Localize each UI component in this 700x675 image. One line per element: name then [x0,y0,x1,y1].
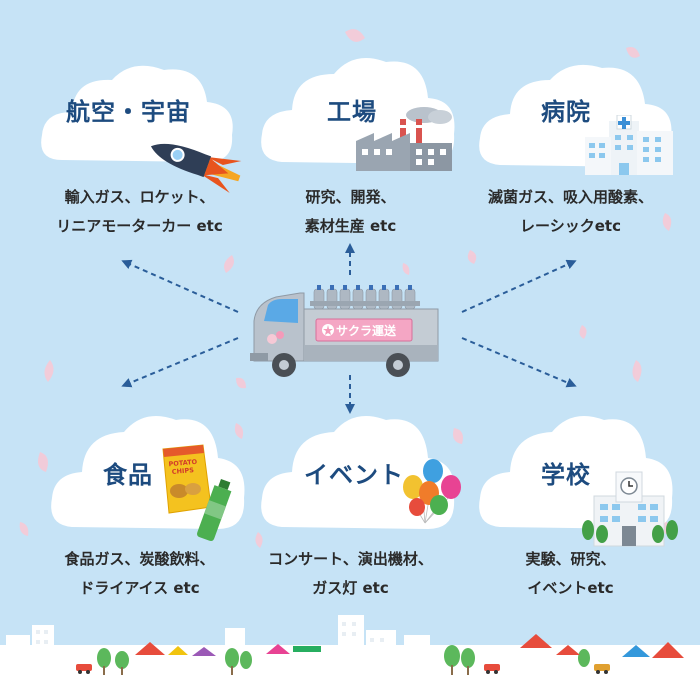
desc-line: コンサート、演出機材、 [268,550,433,568]
hospital-icon [585,115,673,175]
desc-line: リニアモーターカー etc [56,217,223,235]
rocket-icon [150,143,242,193]
cloud-aerospace [41,65,233,162]
desc-line: レーシックetc [520,217,621,235]
gas-cylinders [310,285,420,310]
desc-event: コンサート、演出機材、 ガス灯 etc [234,545,467,603]
chips-label-top: POTATO [168,458,198,469]
title-school: 学校 [541,461,591,489]
desc-factory: 研究、開発、 素材生産 etc [234,183,467,241]
balloons-icon [403,459,461,524]
desc-line: 実験、研究、 [525,550,616,568]
title-event: イベント [304,461,404,489]
desc-line: 輸入ガス、ロケット、 [64,188,215,206]
desc-line: ガス灯 etc [312,579,389,597]
desc-line: 研究、開発、 [305,188,396,206]
desc-line: 素材生産 etc [304,217,397,235]
potato-chips-icon: POTATO CHIPS [162,444,232,542]
title-factory: 工場 [327,98,377,126]
desc-school: 実験、研究、 イベントetc [454,545,687,603]
desc-line: 食品ガス、炭酸飲料、 [64,550,215,568]
school-icon [582,471,678,547]
title-food: 食品 [103,461,153,489]
city-skyline [0,615,700,675]
title-aerospace: 航空・宇宙 [66,98,191,126]
desc-food: 食品ガス、炭酸飲料、 ドライアイス etc [23,545,256,603]
arrow-hospital [461,259,577,313]
title-hospital: 病院 [541,98,591,126]
desc-line: イベントetc [527,579,614,597]
factory-icon [356,107,452,171]
cloud-event [261,416,455,529]
truck-company-label: サクラ運送 [336,323,397,338]
desc-hospital: 滅菌ガス、吸入用酸素、 レーシックetc [454,183,687,241]
arrow-aerospace [121,259,239,313]
arrow-food [121,337,239,388]
chips-label-bottom: CHIPS [171,466,194,476]
desc-line: ドライアイス etc [79,579,200,597]
desc-line: 滅菌ガス、吸入用酸素、 [487,188,653,206]
gas-truck: サクラ運送 [250,285,439,377]
arrow-school [461,337,577,388]
desc-aerospace: 輸入ガス、ロケット、 リニアモーターカー etc [23,183,256,241]
